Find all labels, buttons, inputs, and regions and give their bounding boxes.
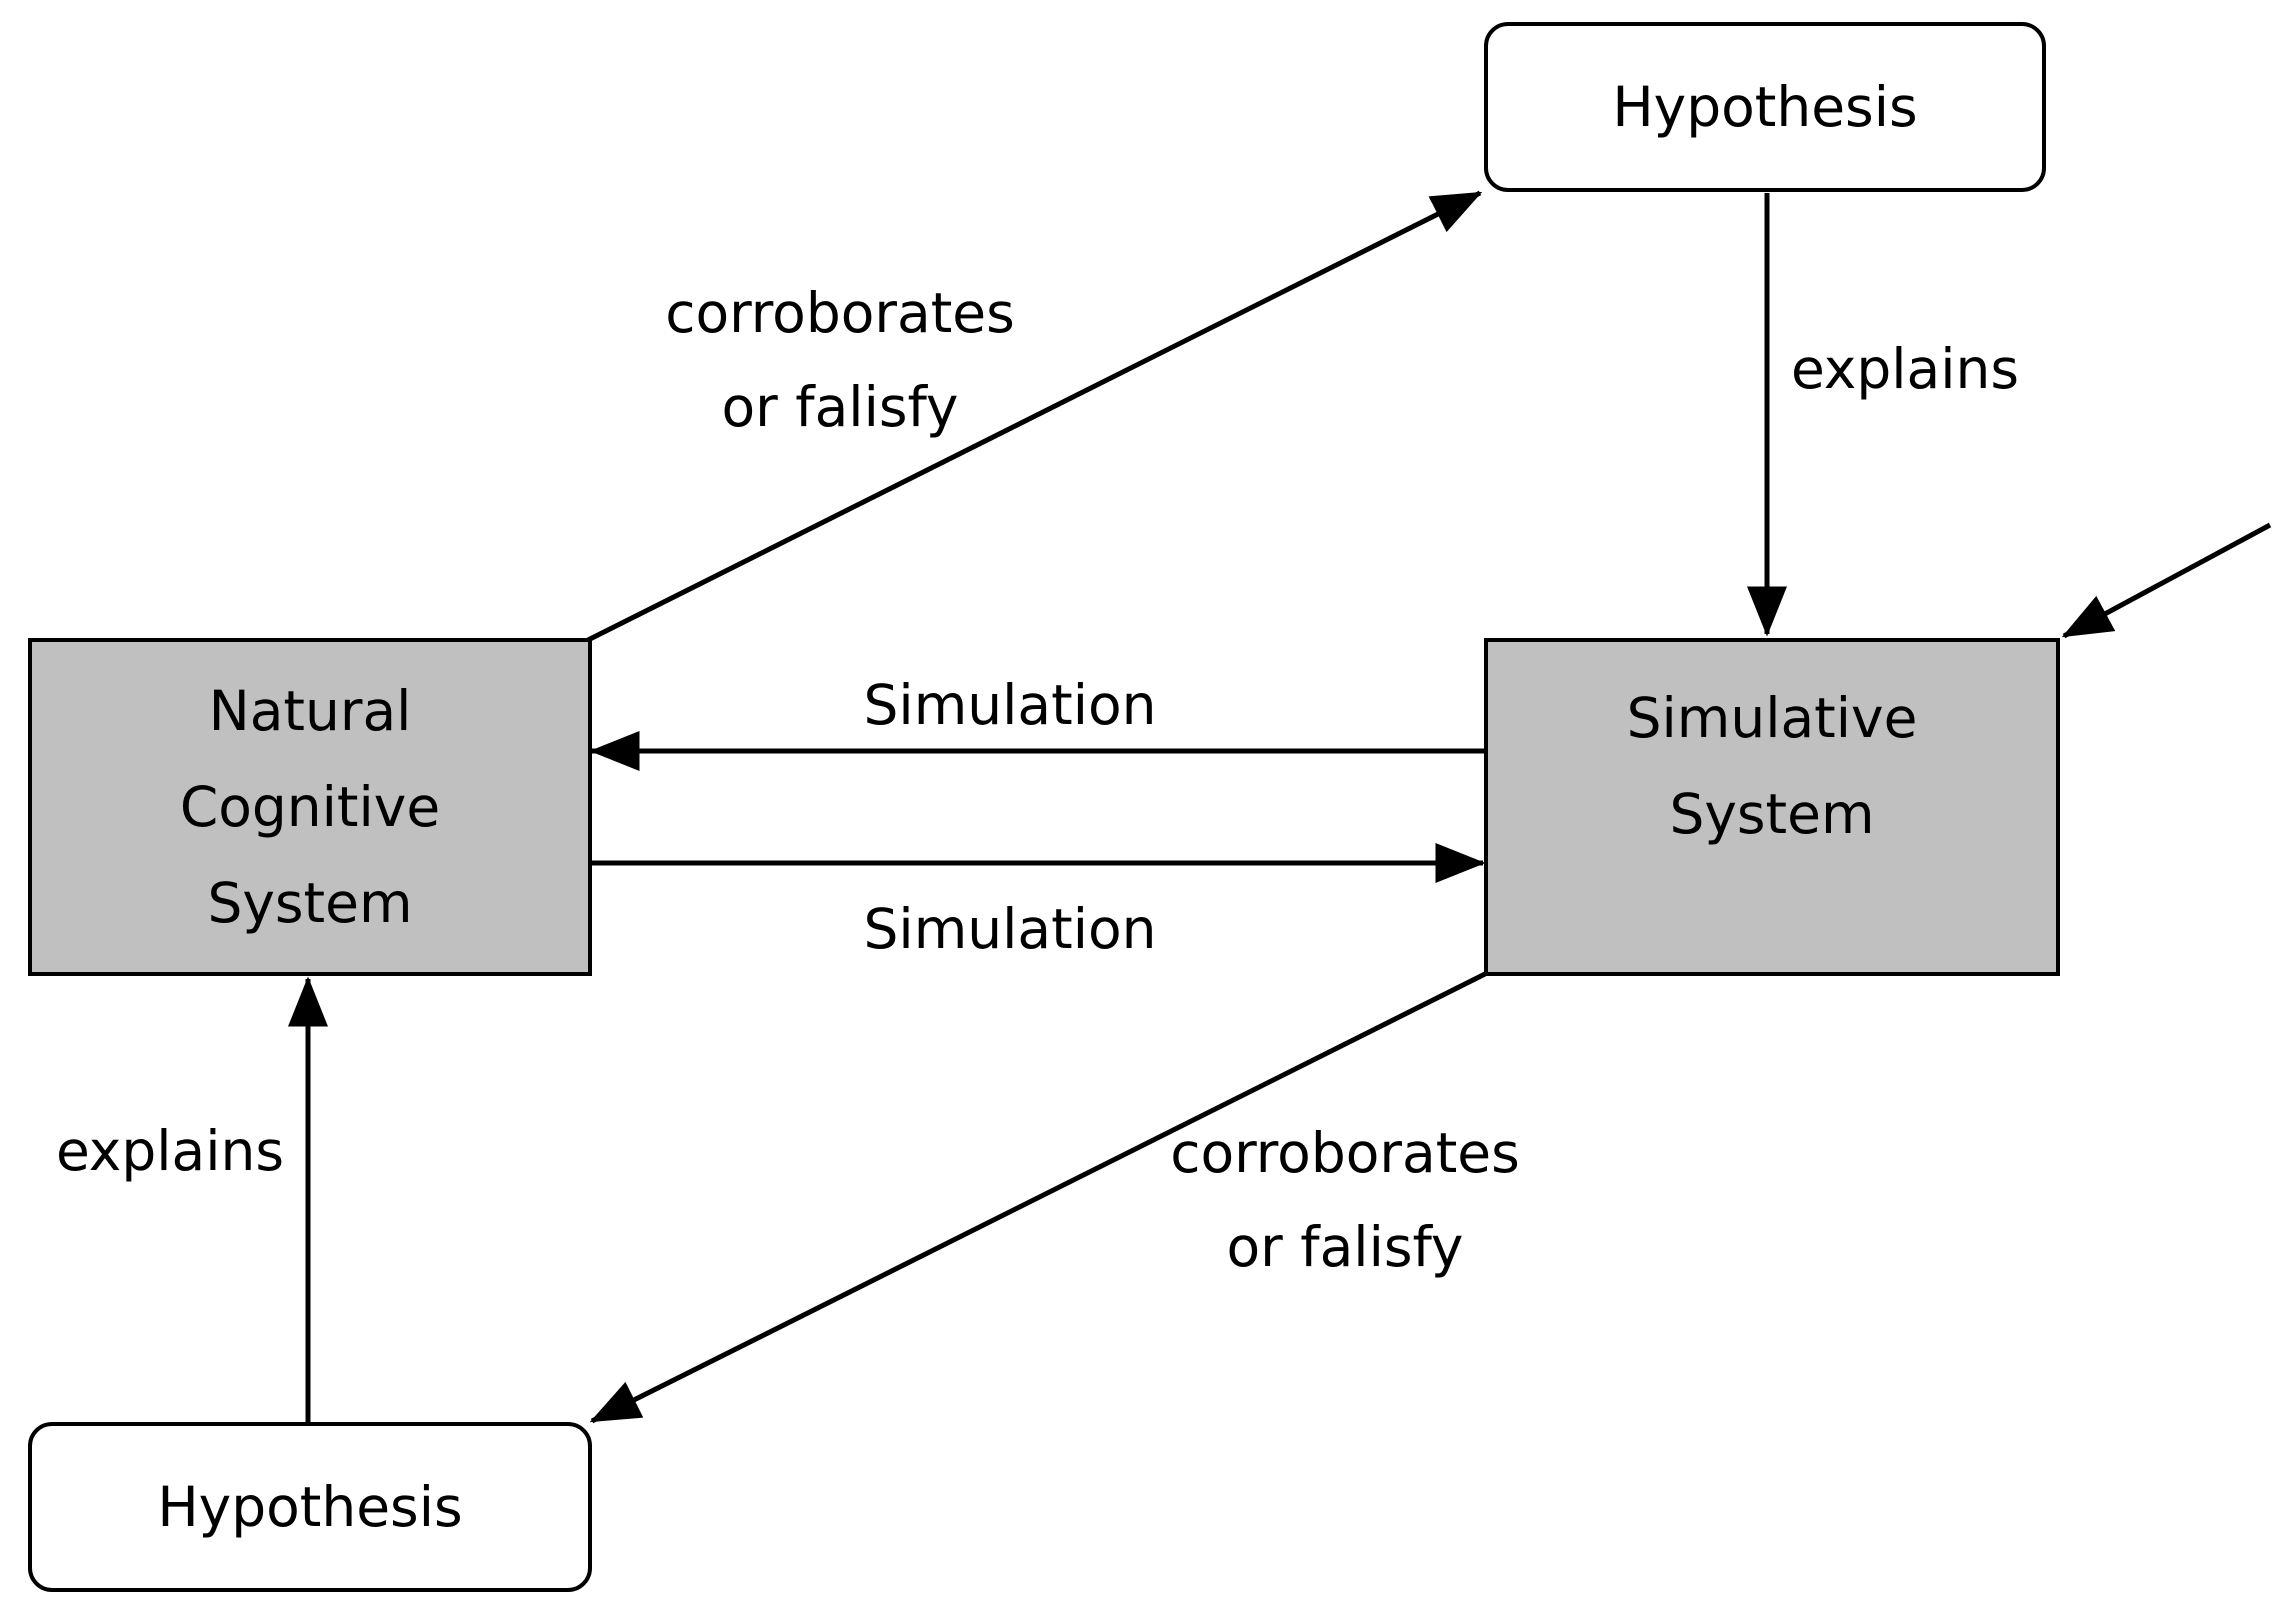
hypothesis-bottom-label: Hypothesis — [157, 1475, 463, 1539]
simulative-system-line-2: System — [1669, 782, 1875, 846]
simulative-system-line-1: Simulative — [1626, 686, 1918, 750]
simulation-lower-text: Simulation — [863, 897, 1157, 961]
simulative-system-node: Simulative System — [1484, 638, 2060, 976]
natural-cognitive-system-node: Natural Cognitive System — [28, 638, 592, 976]
arrow-corroborates-bottom — [589, 971, 1487, 1424]
hypothesis-top-label: Hypothesis — [1612, 75, 1918, 139]
simulation-lower-label: Simulation — [840, 882, 1180, 976]
natural-cognitive-system-line-3: System — [207, 871, 413, 935]
explains-left-label: explains — [50, 1104, 290, 1198]
explains-left-text: explains — [55, 1119, 285, 1183]
natural-cognitive-system-line-2: Cognitive — [179, 775, 441, 839]
corroborates-top-line-1: corroborates — [665, 281, 1015, 345]
hypothesis-bottom-node: Hypothesis — [28, 1422, 592, 1592]
arrow-corroborates-top — [586, 190, 1483, 643]
simulation-upper-text: Simulation — [863, 673, 1157, 737]
corroborates-bottom-line-1: corroborates — [1170, 1121, 1520, 1185]
hypothesis-top-node: Hypothesis — [1484, 22, 2046, 192]
explains-right-text: explains — [1790, 337, 2020, 401]
corroborates-bottom-label: corroborates or falisfy — [1145, 1106, 1545, 1294]
natural-cognitive-system-line-1: Natural — [208, 679, 412, 743]
corroborates-bottom-line-2: or falisfy — [1226, 1215, 1464, 1279]
corroborates-top-line-2: or falisfy — [721, 375, 959, 439]
simulation-upper-label: Simulation — [840, 658, 1180, 752]
corroborates-top-label: corroborates or falisfy — [640, 266, 1040, 454]
explains-right-label: explains — [1790, 322, 2020, 416]
arrow-incoming-right — [2061, 522, 2272, 639]
